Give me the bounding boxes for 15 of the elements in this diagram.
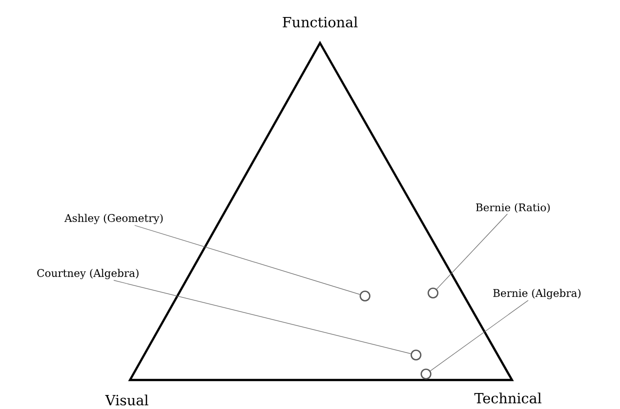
data-point: [360, 290, 370, 302]
corner-label: Visual: [105, 394, 148, 406]
point-label: Courtney (Algebra): [37, 268, 138, 280]
point-label: Ashley (Geometry): [64, 214, 163, 224]
leader-line: [430, 300, 528, 372]
corner-label: Functional: [282, 16, 358, 28]
point-label: Bernie (Ratio): [476, 203, 550, 213]
corner-label: Technical: [474, 392, 542, 404]
data-point: [420, 368, 432, 380]
data-point: [428, 288, 438, 298]
point-label: Bernie (Algebra): [493, 288, 581, 300]
data-point: [410, 350, 422, 360]
leader-line: [134, 225, 360, 295]
leader-line: [436, 214, 508, 290]
leader-line: [113, 280, 412, 354]
